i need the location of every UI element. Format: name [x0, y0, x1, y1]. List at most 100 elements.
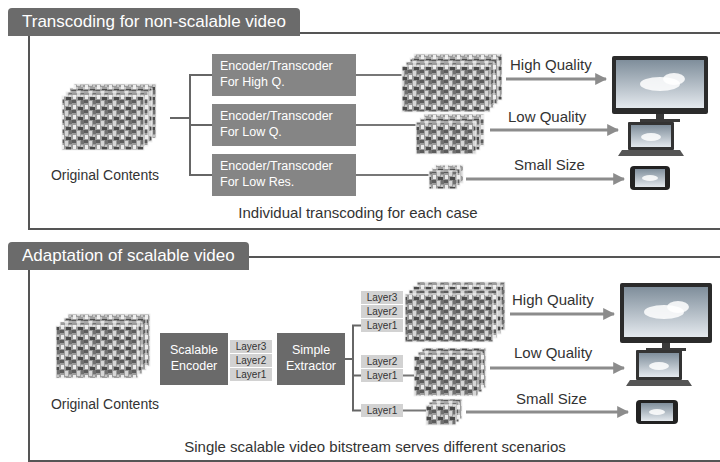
- panel-caption: Individual transcoding for each case: [30, 204, 686, 222]
- layer-label: Layer2: [361, 305, 403, 318]
- delivery-arrow: [510, 313, 614, 316]
- branch-connector: [170, 75, 212, 118]
- layer-label: Layer1: [230, 368, 272, 381]
- tv-icon: [612, 56, 708, 114]
- branch-connector: [345, 326, 361, 360]
- laptop-icon: [636, 350, 682, 380]
- box-label: Encoder/Transcoder For Low Q.: [220, 109, 348, 140]
- phone-icon: [649, 409, 665, 415]
- laptop-icon: [631, 125, 671, 147]
- source-label: Original Contents: [40, 167, 170, 184]
- box-label: Encoder/Transcoder For High Q.: [220, 59, 348, 90]
- panel-tab-heading: Transcoding for non-scalable video: [8, 8, 300, 36]
- transcoder-box: Encoder/Transcoder For High Q.: [212, 54, 356, 96]
- video-frames: [429, 165, 463, 189]
- panel-frame: Transcoding for non-scalable videoIndivi…: [28, 32, 720, 230]
- panel-tab-heading: Adaptation of scalable video: [8, 242, 249, 270]
- laptop-icon: [618, 150, 684, 156]
- video-frames: [402, 66, 490, 112]
- video-frames: [414, 348, 486, 396]
- box-label: Encoder/Transcoder For Low Res.: [220, 159, 348, 190]
- tv-icon: [663, 73, 685, 85]
- source-video: Original Contents: [40, 80, 170, 188]
- delivery-arrow: [466, 178, 624, 181]
- phone-icon: [636, 400, 678, 424]
- source-label: Original Contents: [40, 396, 170, 413]
- tv-icon: [620, 283, 712, 351]
- laptop-icon: [626, 380, 692, 386]
- layer-label: Layer1: [361, 319, 403, 332]
- delivery-arrow: [466, 79, 624, 179]
- layer-box: Layer1: [361, 404, 403, 417]
- delivery-arrow: [466, 314, 628, 412]
- tv-icon: [656, 114, 664, 119]
- arrow-label: Small Size: [514, 156, 585, 173]
- video-frames: [62, 96, 144, 150]
- tv-icon: [620, 283, 712, 343]
- video-frames: [426, 399, 462, 425]
- video-frames: [56, 326, 138, 378]
- layer-box: Layer3: [230, 340, 272, 353]
- source-video: Original Contents: [40, 318, 170, 418]
- phone-icon: [641, 403, 673, 421]
- feed-line: [356, 174, 429, 176]
- video-frames: [414, 356, 478, 396]
- layer-box: Layer1: [361, 369, 403, 382]
- branch-connector: [170, 118, 212, 175]
- extractor-box: Simple Extractor: [277, 333, 345, 385]
- laptop-icon: [626, 350, 692, 386]
- laptop-icon: [641, 133, 661, 141]
- laptop-icon: [639, 353, 679, 377]
- box-label: Scalable Encoder: [164, 343, 224, 374]
- tv-icon: [640, 119, 680, 122]
- panel-frame: Adaptation of scalable videoSingle scala…: [28, 256, 720, 462]
- arrow-label: Small Size: [516, 390, 587, 407]
- feed-line: [403, 375, 414, 377]
- layer-label: Layer1: [361, 404, 403, 417]
- phone-icon: [635, 169, 665, 187]
- layer-box: Layer1: [230, 368, 272, 381]
- layer-box: Layer2: [361, 305, 403, 318]
- feed-line: [403, 376, 426, 411]
- arrow-label: Low Quality: [514, 344, 592, 361]
- box-label: Simple Extractor: [281, 343, 341, 374]
- video-frames: [416, 122, 476, 154]
- delivery-arrow: [506, 78, 606, 81]
- tv-icon: [662, 343, 670, 348]
- layer-box: Layer1: [361, 319, 403, 332]
- laptop-icon: [618, 122, 684, 156]
- tv-icon: [667, 301, 689, 313]
- transcoder-box: Encoder/Transcoder For Low Res.: [212, 154, 356, 196]
- tv-icon: [612, 56, 708, 122]
- layer-label: Layer2: [361, 355, 403, 368]
- laptop-icon: [628, 122, 674, 150]
- panel-caption: Single scalable video bitstream serves d…: [30, 438, 720, 456]
- video-frames: [56, 314, 150, 378]
- delivery-arrow: [466, 411, 628, 414]
- video-frames: [62, 84, 156, 150]
- layer-box: Layer2: [230, 354, 272, 367]
- tv-icon: [616, 60, 704, 108]
- laptop-icon: [649, 362, 669, 370]
- arrow-label: High Quality: [512, 291, 594, 308]
- delivery-arrow: [490, 367, 624, 370]
- layer-box: Layer3: [361, 291, 403, 304]
- transcoder-box: Encoder/Transcoder For Low Q.: [212, 104, 356, 146]
- phone-icon: [636, 400, 678, 424]
- layer-box: Layer2: [361, 355, 403, 368]
- feed-line: [403, 410, 426, 412]
- phone-icon: [630, 166, 670, 190]
- branch-connector: [345, 359, 361, 411]
- video-frames: [429, 171, 457, 189]
- layer-label: Layer2: [230, 354, 272, 367]
- feed-line: [356, 124, 416, 126]
- video-frames: [426, 405, 456, 425]
- arrow-label: Low Quality: [508, 108, 586, 125]
- video-frames: [416, 114, 484, 154]
- arrow-label: High Quality: [510, 56, 592, 73]
- video-frames: [405, 294, 493, 342]
- layer-label: Layer1: [361, 369, 403, 382]
